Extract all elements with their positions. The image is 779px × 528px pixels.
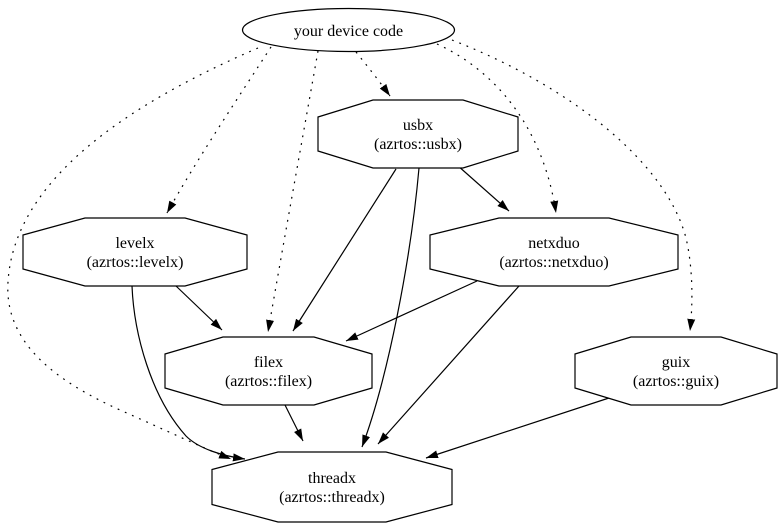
edge-levelx-filex — [175, 285, 223, 331]
node-threadx: threadx (azrtos::threadx) — [211, 451, 453, 523]
edge-levelx-threadx — [131, 285, 246, 462]
edge-filex-threadx — [284, 404, 304, 442]
edge-device-netxduo — [436, 43, 559, 214]
node-device-code: your device code — [241, 7, 456, 53]
node-guix-sublabel: (azrtos::guix) — [633, 373, 719, 390]
edge-netxduo-threadx — [377, 285, 520, 445]
node-levelx-label: levelx — [115, 235, 154, 252]
edge-usbx-netxduo — [456, 164, 510, 212]
edge-usbx-threadx — [361, 167, 420, 448]
edge-device-guix — [451, 39, 696, 332]
node-usbx-label: usbx — [403, 117, 433, 134]
node-threadx-label: threadx — [308, 470, 356, 487]
node-filex-sublabel: (azrtos::filex) — [225, 373, 312, 390]
node-levelx-sublabel: (azrtos::levelx) — [87, 254, 184, 271]
edge-device-threadx — [7, 47, 259, 460]
node-device-code-label: your device code — [294, 23, 403, 40]
nodes: your device code usbx (azrtos::usbx) lev… — [22, 7, 778, 523]
edge-device-levelx — [166, 46, 272, 214]
solid-edges — [131, 164, 613, 462]
edge-usbx-filex — [292, 168, 397, 332]
node-levelx: levelx (azrtos::levelx) — [22, 217, 248, 287]
node-threadx-sublabel: (azrtos::threadx) — [279, 489, 385, 506]
node-netxduo-sublabel: (azrtos::netxduo) — [499, 254, 608, 271]
node-netxduo-label: netxduo — [528, 235, 580, 252]
edge-guix-threadx — [425, 396, 613, 459]
node-filex: filex (azrtos::filex) — [164, 336, 373, 406]
node-guix-label: guix — [662, 354, 690, 371]
node-filex-label: filex — [254, 354, 283, 371]
node-usbx-sublabel: (azrtos::usbx) — [374, 136, 462, 153]
edge-device-usbx — [355, 51, 391, 97]
dotted-edges — [7, 39, 696, 460]
node-guix: guix (azrtos::guix) — [574, 336, 778, 406]
edge-netxduo-filex — [345, 280, 478, 342]
node-usbx: usbx (azrtos::usbx) — [317, 99, 519, 169]
node-netxduo: netxduo (azrtos::netxduo) — [429, 217, 679, 287]
edge-device-filex — [266, 50, 319, 333]
